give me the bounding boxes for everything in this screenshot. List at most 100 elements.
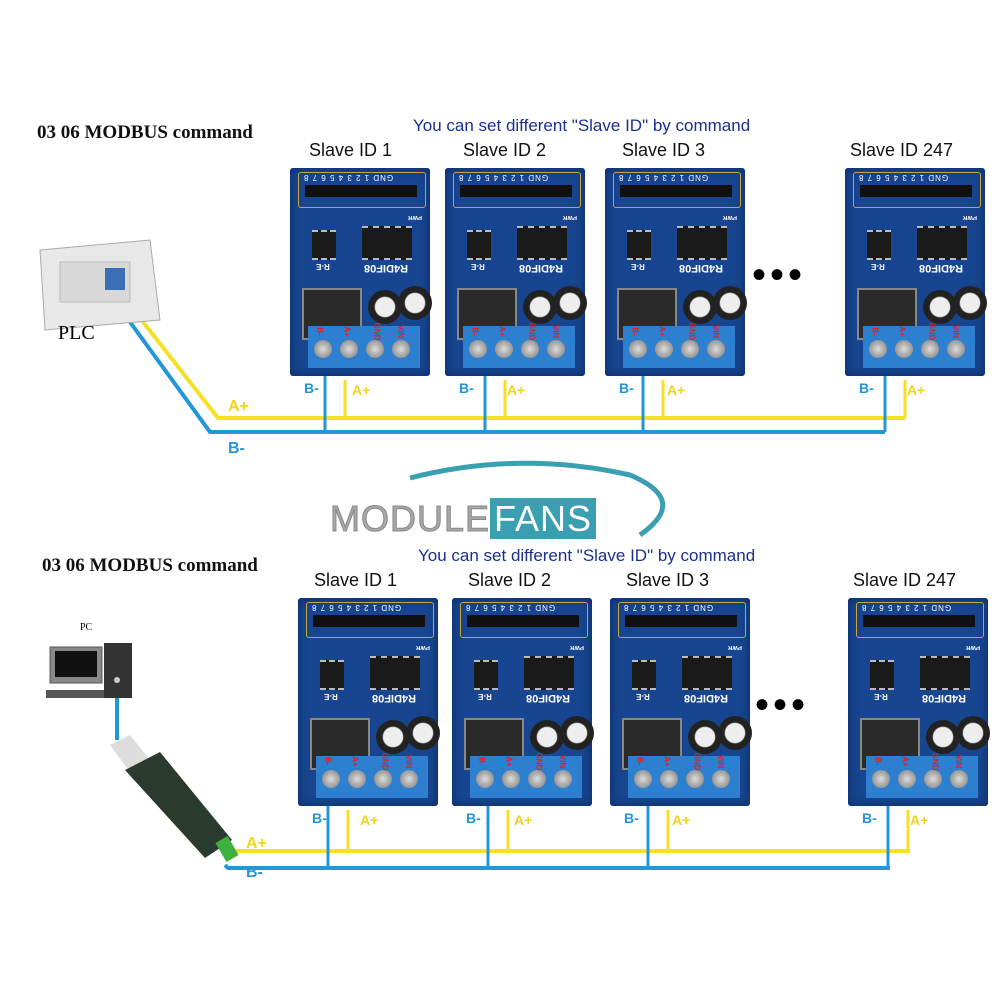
pwr-label: PWR <box>570 644 584 650</box>
capacitor <box>406 716 440 750</box>
terminal-screw[interactable] <box>655 340 673 358</box>
pin-header: GND 1 2 3 4 5 6 7 8 <box>853 172 981 208</box>
terminal-label: GND <box>534 752 544 771</box>
terminal-screw[interactable] <box>502 770 520 788</box>
terminal-screw[interactable] <box>660 770 678 788</box>
plc-icon <box>39 239 161 331</box>
model-label: R4DIF08 <box>684 692 729 704</box>
ellipsis: ••• <box>752 253 807 297</box>
bus-b-label: B- <box>246 864 263 881</box>
pin-header: GND 1 2 3 4 5 6 7 8 <box>306 602 434 638</box>
terminal-screw[interactable] <box>629 340 647 358</box>
logo-swoosh <box>409 460 666 538</box>
terminal-screw[interactable] <box>348 770 366 788</box>
transceiver-chip <box>632 660 656 690</box>
terminal-screw[interactable] <box>686 770 704 788</box>
terminal-screw[interactable] <box>707 340 725 358</box>
pin-header: GND 1 2 3 4 5 6 7 8 <box>460 602 588 638</box>
pin-header: GND 1 2 3 4 5 6 7 8 <box>613 172 741 208</box>
capacitor <box>530 720 564 754</box>
terminal-screw[interactable] <box>469 340 487 358</box>
model-label: R4DIF08 <box>526 692 571 704</box>
terminal-screw[interactable] <box>547 340 565 358</box>
terminal-label: B- <box>635 757 645 766</box>
driver-chip <box>517 226 567 260</box>
terminal-screw[interactable] <box>400 770 418 788</box>
capacitor <box>523 290 557 324</box>
capacitor <box>688 720 722 754</box>
capacitor <box>926 720 960 754</box>
pwr-label: PWR <box>723 214 737 220</box>
terminal-screw[interactable] <box>681 340 699 358</box>
terminal-screw[interactable] <box>495 340 513 358</box>
terminal-screw[interactable] <box>521 340 539 358</box>
tap-b-label: B- <box>304 380 319 396</box>
terminal-screw[interactable] <box>872 770 890 788</box>
terminal-label: B- <box>323 757 333 766</box>
terminal-screw[interactable] <box>895 340 913 358</box>
transceiver-chip <box>312 230 336 260</box>
terminal-screw[interactable] <box>476 770 494 788</box>
terminal-label: A+ <box>662 756 672 767</box>
terminal-label: VIN <box>551 324 561 339</box>
logo-text-module: MODULE <box>329 498 491 540</box>
header-label: GND 1 2 3 4 5 6 7 8 <box>623 603 714 612</box>
terminal-screw[interactable] <box>634 770 652 788</box>
bus-b-wire <box>223 863 890 870</box>
rs485-relay-board: GND 1 2 3 4 5 6 7 8 R4DIF08 R-E PWR B-A+… <box>605 168 747 376</box>
bus-a-wire <box>138 316 905 420</box>
terminal-label: GND <box>692 752 702 771</box>
terminal-screw[interactable] <box>554 770 572 788</box>
desktop-computer-icon <box>46 643 132 698</box>
terminal-label: A+ <box>350 756 360 767</box>
terminal-label: VIN <box>711 324 721 339</box>
rs-label: R-E <box>871 262 885 271</box>
terminal-screw[interactable] <box>528 770 546 788</box>
rs-label: R-E <box>874 692 888 701</box>
terminal-screw[interactable] <box>322 770 340 788</box>
rs-label: R-E <box>636 692 650 701</box>
terminal-label: B- <box>873 757 883 766</box>
rs485-relay-board: GND 1 2 3 4 5 6 7 8 R4DIF08 R-E PWR B- A+… <box>610 598 752 806</box>
header-label: GND 1 2 3 4 5 6 7 8 <box>311 603 402 612</box>
driver-chip <box>524 656 574 690</box>
terminal-screw[interactable] <box>366 340 384 358</box>
driver-chip <box>362 226 412 260</box>
terminal-screw[interactable] <box>924 770 942 788</box>
terminal-label: GND <box>927 322 937 341</box>
model-label: R4DIF08 <box>519 262 564 274</box>
terminal-screw[interactable] <box>950 770 968 788</box>
terminal-screw[interactable] <box>340 340 358 358</box>
terminal-screw[interactable] <box>712 770 730 788</box>
terminal-label: VIN <box>954 754 964 769</box>
header-label: GND 1 2 3 4 5 6 7 8 <box>303 173 394 182</box>
terminal-screw[interactable] <box>314 340 332 358</box>
terminal-screw[interactable] <box>947 340 965 358</box>
terminal-screw[interactable] <box>921 340 939 358</box>
slave-id-label: Slave ID 2 <box>463 140 547 160</box>
rs485-relay-board: GND 1 2 3 4 5 6 7 8 R4DIF08 R-E PWR B-A+… <box>848 598 990 806</box>
terminal-screw[interactable] <box>869 340 887 358</box>
terminal-screw[interactable] <box>392 340 410 358</box>
tap-b-label: B- <box>459 380 474 396</box>
pwr-label: PWR <box>416 644 430 650</box>
terminal-screw[interactable] <box>898 770 916 788</box>
bus-a-label: A+ <box>228 398 249 415</box>
model-label: R4DIF08 <box>919 262 964 274</box>
pwr-label: PWR <box>728 644 742 650</box>
capacitor <box>398 286 432 320</box>
slave-id-label: Slave ID 247 <box>850 140 954 160</box>
capacitor <box>953 286 987 320</box>
slave-id-label: Slave ID 3 <box>626 570 710 590</box>
transceiver-chip <box>870 660 894 690</box>
pwr-label: PWR <box>563 214 577 220</box>
driver-chip <box>682 656 732 690</box>
bus-a-label: A+ <box>246 835 267 852</box>
terminal-screw[interactable] <box>374 770 392 788</box>
terminal-label: GND <box>527 322 537 341</box>
drop-wires <box>326 805 910 868</box>
header-label: GND 1 2 3 4 5 6 7 8 <box>858 173 949 182</box>
